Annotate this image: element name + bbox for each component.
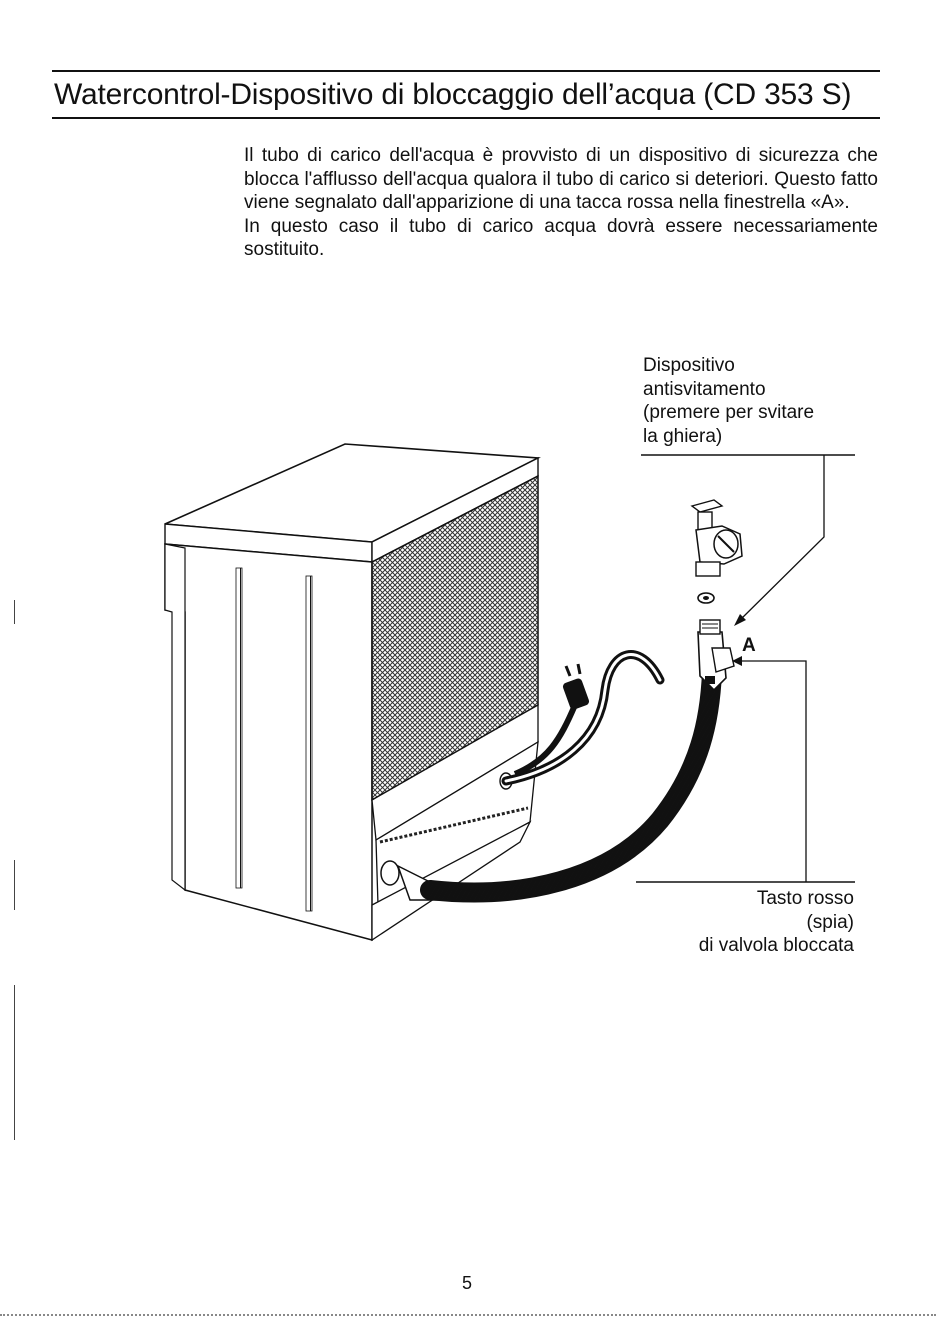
label-line: di valvola bloccata [698, 935, 854, 956]
scan-bottom-edge [0, 1314, 936, 1316]
scan-mark [14, 985, 15, 1140]
dishwasher-side [371, 474, 539, 942]
paragraph-replacement: In questo caso il tubo di carico acqua d… [244, 215, 878, 261]
label-window-a: A [742, 635, 756, 656]
label-line: (premere per svitare [643, 402, 815, 423]
scan-mark [14, 860, 15, 910]
label-anti-unscrew-device: Dispositivo antisvitamento (premere per … [643, 354, 883, 448]
label-red-button: Tasto rosso (spia) di valvola bloccata [600, 887, 854, 958]
title-rule-top [52, 70, 880, 72]
label-line: antisvitamento [643, 378, 766, 400]
water-tap [690, 499, 743, 577]
paragraph-safety-device: Il tubo di carico dell'acqua è provvisto… [244, 145, 878, 213]
page-number: 5 [461, 1273, 472, 1293]
label-line: Dispositivo [643, 355, 735, 376]
page-title: Watercontrol-Dispositivo di bloccaggio d… [54, 78, 852, 111]
label-line: la ghiera) [643, 425, 723, 447]
power-cable [501, 650, 665, 786]
body-text: Il tubo di carico dell'acqua è provvisto… [244, 144, 878, 262]
scan-mark [14, 600, 15, 624]
label-line: Tasto rosso [756, 888, 854, 909]
leader-lines [636, 454, 855, 883]
dishwasher-top [164, 443, 541, 567]
label-line: (spia) [806, 911, 854, 933]
dishwasher-front [164, 543, 373, 941]
inlet-hose [420, 662, 722, 903]
title-rule-bottom [52, 117, 880, 119]
safety-valve [697, 619, 735, 692]
